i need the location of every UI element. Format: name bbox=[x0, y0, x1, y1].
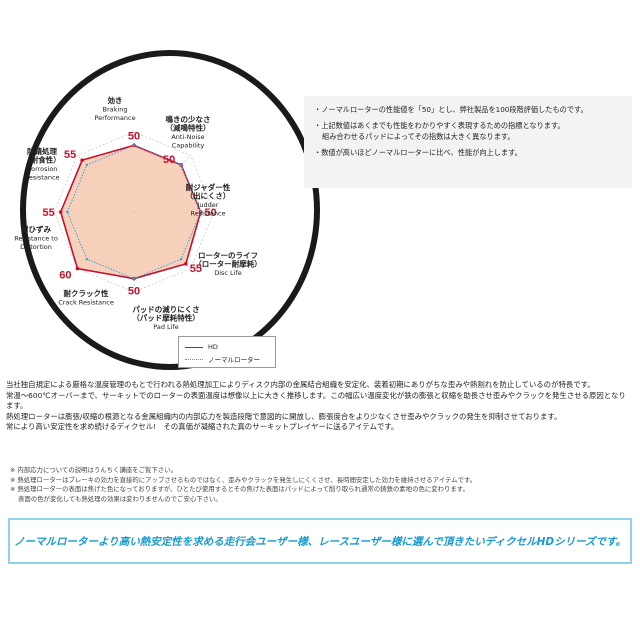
value-label: 50 bbox=[128, 130, 140, 142]
value-label: 50 bbox=[128, 286, 140, 298]
normal-point bbox=[85, 257, 89, 261]
axis-label: 効き bbox=[108, 95, 123, 105]
promo-banner: ノーマルローターより高い熱安定性を求める走行会ユーザー様、レースユーザー様に選ん… bbox=[8, 518, 632, 564]
note-line: ・ノーマルローターの性能値を「50」とし、弊社製品を100段階評価したものです。 bbox=[314, 105, 588, 114]
axis-label: Corrosion bbox=[27, 165, 58, 173]
axis-label: Disc Life bbox=[214, 269, 242, 277]
footnote: ※ 内部応力についての説明はうんちく講座をご覧下さい。 bbox=[10, 466, 177, 474]
footnote: 表面の色が変化しても熱処理の効果は変わりませんのでご安心下さい。 bbox=[18, 494, 222, 503]
note-line: 組み合わせるパッドによってその指数は大きく異なります。 bbox=[322, 132, 515, 141]
description-paragraph: 常温～600℃オーバーまで、サーキットでのローターの表面温度は想像以上に大きく推… bbox=[6, 390, 626, 411]
hd-point bbox=[58, 210, 63, 214]
axis-label: 防錆処理 bbox=[27, 146, 57, 156]
axis-label: Distortion bbox=[20, 243, 52, 251]
axis-label: Braking bbox=[103, 106, 128, 114]
legend-item-normal: ノーマルローター bbox=[185, 354, 260, 364]
axis-label: Resistance bbox=[24, 174, 59, 182]
axis-label: （パッド摩耗特性） bbox=[132, 313, 200, 323]
axis-label: Resistance bbox=[190, 210, 225, 218]
hd-point bbox=[80, 158, 84, 162]
grid-ring bbox=[53, 131, 215, 293]
axis-label: 耐ジャダー性 bbox=[186, 182, 231, 192]
axis-label: Anti-Noise bbox=[171, 133, 204, 141]
value-label: 50 bbox=[163, 154, 175, 166]
axis-label: Pad Life bbox=[153, 323, 179, 331]
hd-point bbox=[75, 266, 80, 271]
normal-point bbox=[132, 277, 136, 280]
axis-label: ローターのライフ bbox=[198, 250, 258, 260]
description-paragraph: 熱処理ローターは膨張/収縮の根源となる金属組織内の内部応力を製造段階で意図的に開… bbox=[6, 411, 562, 421]
description-paragraph: 常により高い安定性を求め続けるディクセル! その真価が凝縮された真のサーキットプ… bbox=[6, 422, 399, 431]
normal-point bbox=[179, 257, 183, 261]
banner-text: ノーマルローターより高い熱安定性を求める走行会ユーザー様、レースユーザー様に選ん… bbox=[13, 535, 626, 548]
normal-point bbox=[132, 144, 136, 147]
footnotes: ※ 内部応力についての説明はうんちく講座をご覧下さい。 ※ 熱処理ローターはブレ… bbox=[10, 466, 632, 504]
description-paragraph: 当社独自規定による厳格な温度管理のもとで行われる熱処理加工によりディスク内部の金… bbox=[6, 380, 595, 389]
footnote: ※ 熱処理ローターの表面は焦げた色になっておりますが、ひとたび使用するとその焦げ… bbox=[10, 485, 469, 493]
axis-label: （ローター耐摩耗） bbox=[194, 259, 262, 269]
value-label: 55 bbox=[64, 149, 76, 161]
legend-label-normal: ノーマルローター bbox=[208, 356, 260, 364]
axis-label: Judder bbox=[197, 201, 219, 209]
normal-point bbox=[85, 163, 89, 167]
axis-label: Performance bbox=[94, 114, 135, 122]
axis-label: パッドの減りにくさ bbox=[132, 304, 199, 314]
axis-label: Crack Resistance bbox=[58, 299, 114, 307]
axis-label: （減鳴特性） bbox=[166, 123, 211, 133]
legend-swatch-hd bbox=[185, 346, 203, 348]
chart-legend: HD ノーマルローター bbox=[178, 336, 276, 368]
note-line: ・数値が高いほどノーマルローターに比べ、性能が向上します。 bbox=[314, 148, 522, 157]
hd-point bbox=[184, 262, 188, 266]
normal-point bbox=[179, 163, 183, 167]
axis-label: （出にくさ） bbox=[186, 191, 231, 201]
legend-label-hd: HD bbox=[208, 343, 218, 351]
value-label: 55 bbox=[43, 207, 55, 219]
legend-item-hd: HD bbox=[185, 343, 218, 351]
note-line: ・上記数値はあくまでも性能をわかりやすく表現するための指標となります。 bbox=[314, 121, 565, 130]
normal-point bbox=[66, 210, 69, 214]
legend-swatch-normal bbox=[185, 358, 203, 360]
value-label: 60 bbox=[59, 270, 71, 282]
value-label: 55 bbox=[190, 263, 202, 275]
axis-label: （耐食性） bbox=[23, 155, 61, 165]
axis-label: Resistance to bbox=[14, 235, 58, 243]
performance-notes: ・ノーマルローターの性能値を「50」とし、弊社製品を100段階評価したものです。… bbox=[304, 96, 632, 188]
axis-label: Capability bbox=[172, 142, 205, 150]
axis-label: 耐クラック性 bbox=[64, 288, 109, 298]
axis-label: 耐ひずみ bbox=[21, 224, 51, 234]
axis-label: 鳴きの少なさ bbox=[166, 114, 211, 124]
footnote: ※ 熱処理ローターはブレーキの効力を直接的にアップさせるものではなく、歪みやクラ… bbox=[10, 475, 477, 484]
product-description: 当社独自規定による厳格な温度管理のもとで行われる熱処理加工によりディスク内部の金… bbox=[6, 380, 632, 433]
value-label: 50 bbox=[205, 207, 217, 219]
normal-point bbox=[199, 210, 202, 214]
